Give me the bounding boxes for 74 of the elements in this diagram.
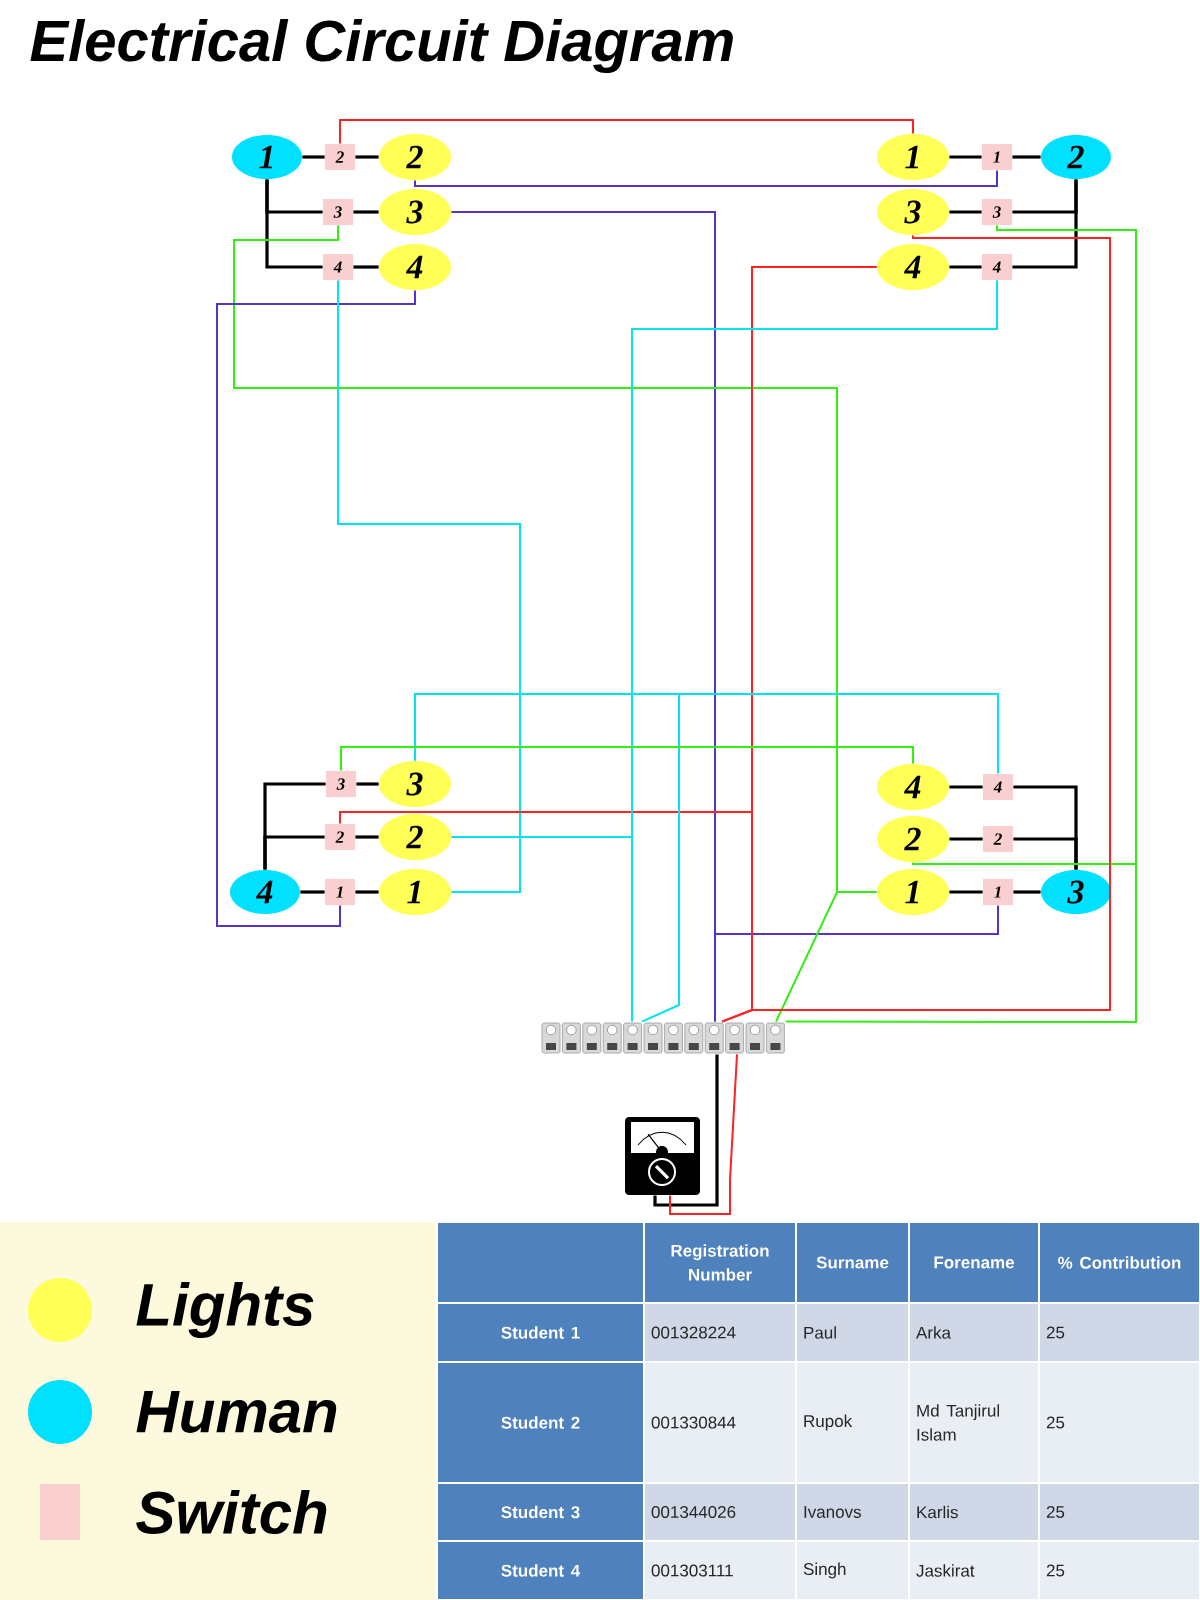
table-cell: 001344026 (643, 1482, 797, 1542)
wire (340, 746, 914, 772)
table-cell: Jaskirat (908, 1540, 1040, 1600)
table-cell: Paul (795, 1302, 910, 1363)
table-cell: 25 (1038, 1361, 1200, 1484)
wire (216, 289, 416, 927)
wire (1012, 155, 1041, 159)
wire (653, 1054, 719, 1207)
table-cell: 25 (1038, 1302, 1200, 1363)
header-cell: Surname (795, 1221, 910, 1304)
wire (355, 890, 379, 894)
table-cell: Singh (795, 1540, 910, 1600)
table-cell: 001303111 (643, 1540, 797, 1600)
switch-box: 2 (325, 144, 355, 170)
switch-box: 4 (982, 254, 1012, 280)
wire (949, 265, 982, 269)
wire (355, 835, 379, 839)
switch-box: 1 (325, 879, 355, 905)
wire (414, 693, 680, 1023)
wire (949, 837, 983, 841)
wire (356, 782, 379, 786)
wire (785, 224, 1137, 1023)
table-cell: Karlis (908, 1482, 1040, 1542)
legend-label: Lights (136, 1282, 314, 1338)
wire (714, 904, 999, 1023)
header-cell: % Contribution (1038, 1221, 1200, 1304)
wire (337, 279, 521, 893)
switch-box: 4 (323, 254, 353, 280)
switch-box: 1 (982, 144, 1012, 170)
table-cell: 25 (1038, 1540, 1200, 1600)
wire (355, 155, 379, 159)
table-cell: Md Tanjirul Islam (908, 1361, 1040, 1484)
wire (949, 890, 983, 894)
table-cell: 001328224 (643, 1302, 797, 1363)
terminal-block-drawing (541, 1022, 785, 1054)
switch-box: 3 (323, 199, 353, 225)
wire (414, 169, 998, 187)
wire (949, 785, 983, 789)
wire (775, 891, 878, 1023)
switch-box: 3 (982, 199, 1012, 225)
legend-label: Human (136, 1391, 337, 1433)
switch-box: 4 (983, 774, 1013, 800)
wire (263, 835, 325, 870)
table-cell: 25 (1038, 1482, 1200, 1542)
table-cell: Rupok (795, 1361, 910, 1484)
wire (669, 1053, 738, 1215)
switch-box: 1 (983, 879, 1013, 905)
wire (353, 210, 379, 214)
multimeter-drawing (625, 1117, 700, 1195)
table-cell: Arka (908, 1302, 1040, 1363)
row-header-cell: Student 3 (436, 1482, 645, 1542)
header-cell: Forename (908, 1221, 1040, 1304)
table-cell: 001330844 (643, 1361, 797, 1484)
title: Electrical Circuit Diagram (30, 18, 733, 74)
wire (721, 266, 878, 1023)
wire (949, 155, 982, 159)
switch-box: 2 (983, 826, 1013, 852)
switch-box: 3 (326, 771, 356, 797)
row-header-cell: Student 1 (436, 1302, 645, 1363)
wire (339, 119, 914, 145)
wire (631, 279, 998, 1023)
wire (302, 155, 325, 159)
wire (265, 179, 323, 269)
wire (1013, 837, 1078, 870)
wire (353, 265, 379, 269)
wire (300, 890, 325, 894)
row-header-cell: Student 4 (436, 1540, 645, 1600)
wire (949, 210, 982, 214)
header-cell: Registration Number (643, 1221, 797, 1304)
wire (1013, 890, 1041, 894)
table-cell: Ivanovs (795, 1482, 910, 1542)
legend-label: Switch (136, 1490, 327, 1535)
switch-box: 2 (325, 824, 355, 850)
wire (1012, 179, 1078, 269)
